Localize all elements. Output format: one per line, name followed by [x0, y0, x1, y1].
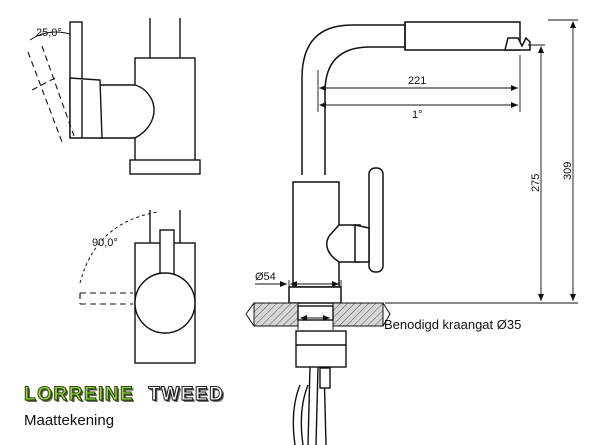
- hole-diameter-dimension: [297, 310, 334, 330]
- side-view-lever-detail: [69, 18, 201, 175]
- mounting-hardware: [292, 305, 347, 445]
- model-name: TWEED: [148, 384, 225, 406]
- top-view-lever-detail: [134, 210, 196, 364]
- top-angle-label: 90,0°: [92, 237, 118, 249]
- page-subtitle: Maattekening: [24, 412, 115, 429]
- height-spout-label: 275: [530, 174, 542, 192]
- top-view-lever-rotated: [79, 292, 133, 305]
- reach-label: 221: [408, 75, 426, 87]
- brand-name: LORREINE: [23, 384, 135, 406]
- top-angle-arc: [79, 211, 159, 284]
- side-view-lever-tilted: [27, 45, 75, 143]
- base-diameter-dimension: [255, 280, 342, 290]
- countertop-section: [245, 302, 391, 327]
- height-dimensions: [385, 19, 578, 304]
- hole-note-label: Benodigd kraangat Ø35: [384, 317, 521, 332]
- reach-dimensions: [317, 55, 521, 112]
- height-total-label: 309: [562, 162, 574, 180]
- side-angle-arc: [29, 31, 71, 41]
- base-diameter-label: Ø54: [255, 271, 276, 283]
- faucet-main-elevation: [288, 21, 531, 304]
- reach-ext-label: 1°: [412, 109, 423, 121]
- brand-logo: LORREINE TWEED: [23, 384, 225, 406]
- side-angle-label: 25,0°: [36, 27, 62, 39]
